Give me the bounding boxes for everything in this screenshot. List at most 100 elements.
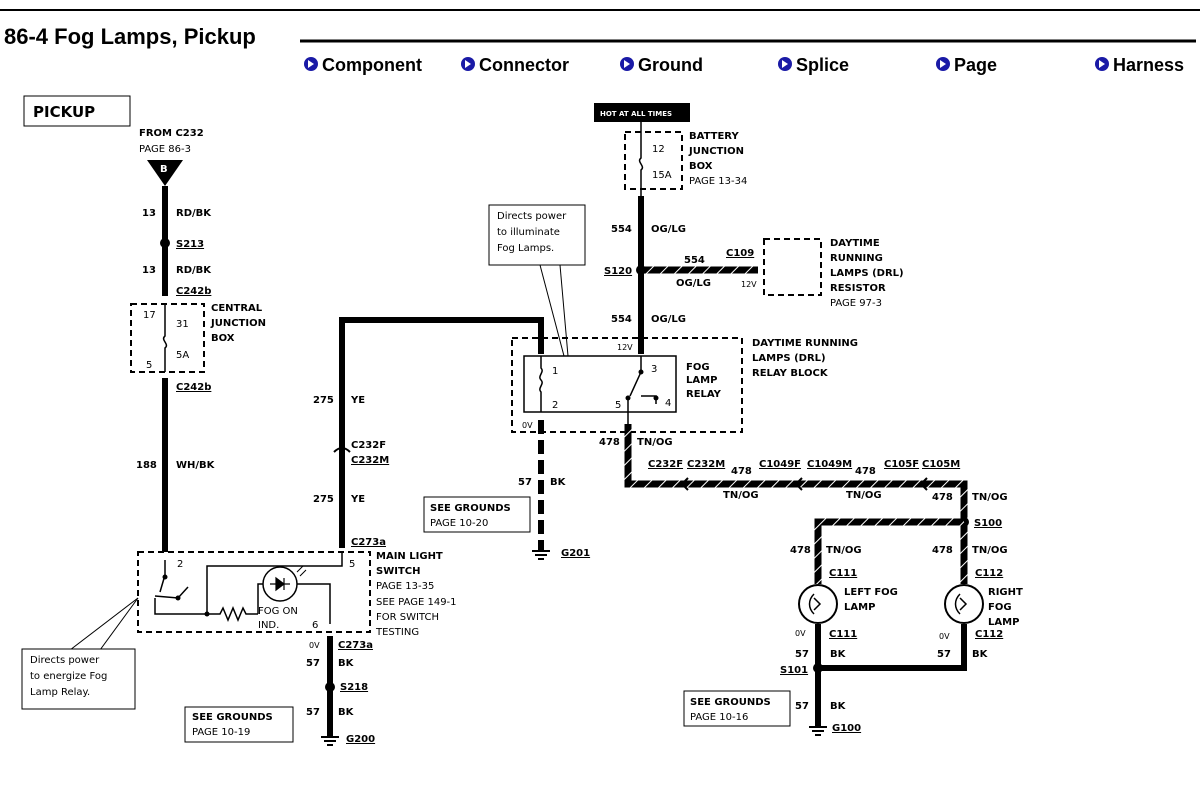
see-grounds-2-title: SEE GROUNDS <box>430 503 511 514</box>
nav-ground-label: Ground <box>638 55 703 75</box>
switch-pin-2: 2 <box>177 559 183 570</box>
switch-note-leader <box>99 597 139 651</box>
switch-label-4: SEE PAGE 149-1 <box>376 597 457 608</box>
connector-c112-top-label: C112 <box>975 568 1003 579</box>
ground-g100-icon[interactable] <box>809 726 827 736</box>
pickup-box <box>23 95 131 127</box>
connector-c273a-bottom-label: C273a <box>338 640 373 651</box>
see-grounds-box-3[interactable] <box>683 690 791 727</box>
wire-57-relay-number: 57 <box>518 477 532 488</box>
wire-57-switch-b-number: 57 <box>306 707 320 718</box>
wire-275b-color: YE <box>350 494 365 505</box>
see-grounds-3-title: SEE GROUNDS <box>690 697 771 708</box>
wire-57-right-number: 57 <box>937 649 951 660</box>
drl-resistor-box[interactable] <box>763 238 822 296</box>
battery-label-3: BOX <box>689 161 713 172</box>
connector-b-marker[interactable] <box>147 160 183 186</box>
connector-c109-label: C109 <box>726 248 754 259</box>
nav-ground-link[interactable]: Ground <box>620 55 703 75</box>
connector-c232m-left-label: C232M <box>351 455 389 466</box>
wire-554-color: OG/LG <box>651 224 686 235</box>
cjb-fuse-element <box>162 304 168 372</box>
right-fog-lamp-icon[interactable] <box>944 584 984 624</box>
wire-478c-number: 478 <box>855 466 876 477</box>
right-lamp-label-2: FOG <box>988 602 1012 613</box>
wire-478d-number: 478 <box>932 492 953 503</box>
switch-label-1: MAIN LIGHT <box>376 551 443 562</box>
relay-pin-4: 4 <box>665 398 671 409</box>
fog-on-label: FOG ON <box>258 606 298 617</box>
battery-pin-12: 12 <box>652 144 665 155</box>
wire-478e-number: 478 <box>790 545 811 556</box>
see-grounds-1-page: PAGE 10-19 <box>192 727 250 738</box>
connector-c232f-label: C232F <box>648 459 683 470</box>
connector-c1049f-label: C1049F <box>759 459 801 470</box>
wire-57-bottom-color: BK <box>830 701 847 712</box>
switch-label-2: SWITCH <box>376 566 420 577</box>
left-fog-lamp-icon[interactable] <box>798 584 838 624</box>
connector-b-letter: B <box>160 164 168 175</box>
switch-note-line-3: Lamp Relay. <box>30 687 90 698</box>
wire-57-right-color: BK <box>972 649 989 660</box>
right-lamp-filament <box>954 593 968 615</box>
wire-478d-color: TN/OG <box>972 492 1008 503</box>
connector-c111-top-label: C111 <box>829 568 857 579</box>
connector-c111-bottom-label: C111 <box>829 629 857 640</box>
nav-splice-link[interactable]: Splice <box>778 55 849 75</box>
wire-478-number: 478 <box>599 437 620 448</box>
connector-c1049m-label: C1049M <box>807 459 852 470</box>
splice-s101-dot[interactable] <box>813 663 823 673</box>
arrow-glyph <box>1099 60 1105 68</box>
from-c232-label: FROM C232 <box>139 128 204 139</box>
see-grounds-box-1[interactable] <box>184 706 294 743</box>
page-title: 86-4 Fog Lamps, Pickup <box>4 24 256 49</box>
relay-pin-2: 2 <box>552 400 558 411</box>
right-lamp-label-1: RIGHT <box>988 587 1023 598</box>
wire-188-color: WH/BK <box>176 460 216 471</box>
battery-fuse-element <box>638 122 644 196</box>
see-grounds-1-title: SEE GROUNDS <box>192 712 273 723</box>
wire-478f-color: TN/OG <box>972 545 1008 556</box>
main-light-switch-box[interactable] <box>137 551 371 633</box>
battery-junction-box[interactable] <box>624 131 683 190</box>
resistor-label-3: LAMPS (DRL) <box>830 268 904 279</box>
switch-internal-wire <box>154 552 343 615</box>
nav-harness-link[interactable]: Harness <box>1095 55 1184 75</box>
ground-g201-icon[interactable] <box>532 550 550 560</box>
wire-478-color: TN/OG <box>637 437 673 448</box>
nav-connector-label: Connector <box>479 55 569 75</box>
connector-c232f-left-label: C232F <box>351 440 386 451</box>
ground-g200-icon[interactable] <box>321 736 339 746</box>
see-grounds-2-page: PAGE 10-20 <box>430 518 488 529</box>
relay-contact-dot <box>638 369 644 375</box>
central-junction-box[interactable] <box>130 303 205 373</box>
cjb-pin-17: 17 <box>143 310 156 321</box>
nav-connector-link[interactable]: Connector <box>461 55 569 75</box>
see-grounds-box-2[interactable] <box>423 496 531 533</box>
arrow-glyph <box>465 60 471 68</box>
relay-0v-label: 0V <box>522 421 533 430</box>
connector-c232m-label: C232M <box>687 459 725 470</box>
wire-275 <box>339 317 544 548</box>
splice-s218-label: S218 <box>340 682 368 693</box>
relay-note-line-3: Fog Lamps. <box>497 243 554 254</box>
switch-contact-dot <box>175 595 181 601</box>
nav-page-link[interactable]: Page <box>936 55 997 75</box>
hot-at-all-times-label: HOT AT ALL TIMES <box>600 110 672 118</box>
left-lamp-filament <box>808 593 822 615</box>
switch-note-line-1: Directs power <box>30 655 100 666</box>
left-lamp-label-1: LEFT FOG <box>844 587 898 598</box>
drl-relay-block[interactable] <box>511 337 743 433</box>
drl-block-label-1: DAYTIME RUNNING <box>752 338 858 349</box>
switch-pin-6: 6 <box>312 620 318 631</box>
right-lamp-0v: 0V <box>939 632 950 641</box>
nav-component-link[interactable]: Component <box>304 55 422 75</box>
fog-lamp-relay[interactable] <box>523 355 677 413</box>
resistor-label-2: RUNNING <box>830 253 883 264</box>
splice-s218-dot[interactable] <box>325 682 335 692</box>
connector-c112-bottom-label: C112 <box>975 629 1003 640</box>
battery-label-4: PAGE 13-34 <box>689 176 747 187</box>
resistor-symbol <box>207 606 258 622</box>
cjb-label-2: JUNCTION <box>210 318 266 329</box>
wire-275b-number: 275 <box>313 494 334 505</box>
